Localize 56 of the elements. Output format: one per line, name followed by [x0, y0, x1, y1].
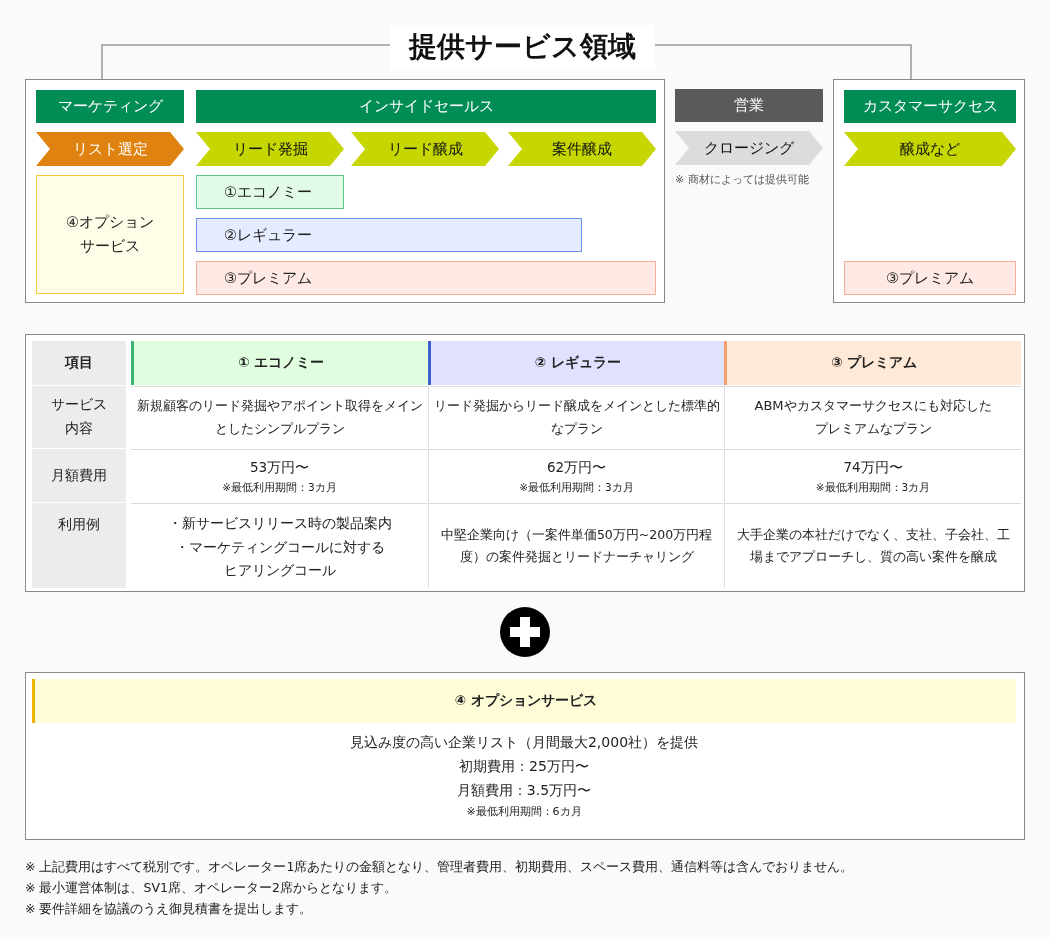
- node-label: 営業: [734, 96, 764, 115]
- node-label: リスト選定: [72, 139, 148, 159]
- cell-text: ※最低利用期間：3カ月: [815, 479, 931, 495]
- node-label: インサイドセールス: [358, 97, 494, 116]
- cell-text: リード発掘からリード醸成をメインとした標準的なプラン: [432, 396, 721, 438]
- node-label: ①エコノミー: [224, 182, 312, 202]
- plan-bar: [844, 261, 1016, 295]
- footnote: ※ 上記費用はすべて税別です。オペレーター1席あたりの金額となり、管理者費用、初期費用、スペース費用、通信料等は含んでおりません。: [25, 858, 854, 876]
- node-label: クロージング: [704, 138, 794, 158]
- phase-header: [36, 90, 184, 123]
- option-text: 月額費用：3.5万円〜: [456, 780, 592, 800]
- node-label: ③プレミアム: [886, 268, 974, 288]
- cell-text: 74万円〜: [843, 458, 903, 478]
- node-label: ④オプションサービス: [65, 213, 155, 256]
- cell-text: ・マーケティングコールに対するヒアリングコール: [173, 537, 386, 581]
- node-label: ②レギュラー: [224, 225, 312, 245]
- cell-text: ※最低利用期間：3カ月: [222, 479, 337, 495]
- plan-bar: [196, 175, 344, 209]
- phase-header: [844, 90, 1016, 123]
- node-label: リード発掘: [232, 139, 308, 159]
- node-label: ③プレミアム: [224, 268, 312, 288]
- cell-text: 利用例: [58, 515, 100, 534]
- plan-bar: [196, 218, 582, 252]
- service-panel: [25, 79, 665, 303]
- cell-text: ③ プレミアム: [830, 353, 918, 373]
- cell-text: 項目: [65, 353, 93, 373]
- cell-text: 53万円〜: [249, 458, 310, 478]
- cell-text: ・新サービスリリース時の製品案内: [167, 514, 392, 533]
- service-panel: [833, 79, 1025, 303]
- node-label: リード醸成: [387, 139, 463, 159]
- cell-text: ① エコノミー: [237, 353, 325, 373]
- node-label: 案件醸成: [552, 139, 612, 159]
- cell-text: ※最低利用期間：3カ月: [519, 479, 634, 495]
- option-text: ※最低利用期間：6カ月: [466, 804, 582, 821]
- side-note: ※ 商材によっては提供可能: [675, 172, 809, 187]
- node-label: マーケティング: [57, 97, 163, 116]
- cell-text: ② レギュラー: [534, 353, 621, 373]
- option-box: [36, 175, 184, 294]
- footnote: ※ 要件詳細を協議のうえ御見積書を提出します。: [25, 900, 313, 918]
- cell-text: サービス内容: [50, 395, 108, 438]
- phase-header: [196, 90, 656, 123]
- diagram-title: 提供サービス領域: [390, 25, 655, 69]
- cell-text: 62万円〜: [546, 458, 607, 478]
- cell-text: 大手企業の本社だけでなく、支社、子会社、工場までアプローチし、質の高い案件を醸成: [735, 526, 1011, 566]
- footnote: ※ 最小運営体制は、SV1席、オペレーター2席からとなります。: [25, 879, 397, 897]
- cell-text: 新規顧客のリード発掘やアポイント取得をメインとしたシンプルプラン: [135, 396, 424, 438]
- cell-text: 中堅企業向け（一案件単価50万円~200万円程度）の案件発掘とリードナーチャリング: [439, 526, 714, 566]
- phase-header: [675, 89, 823, 122]
- option-text: 初期費用：25万円〜: [459, 756, 589, 776]
- section-heading: ④ オプションサービス: [454, 691, 597, 711]
- plan-bar: [196, 261, 656, 295]
- node-label: 醸成など: [900, 139, 960, 159]
- node-label: カスタマーサクセス: [862, 97, 998, 116]
- option-text: 見込み度の高い企業リスト（月間最大2,000社）を提供: [349, 733, 699, 752]
- cell-text: ABMやカスタマーサクセスにも対応したプレミアムなプラン: [753, 396, 993, 438]
- cell-text: 月額費用: [51, 465, 107, 485]
